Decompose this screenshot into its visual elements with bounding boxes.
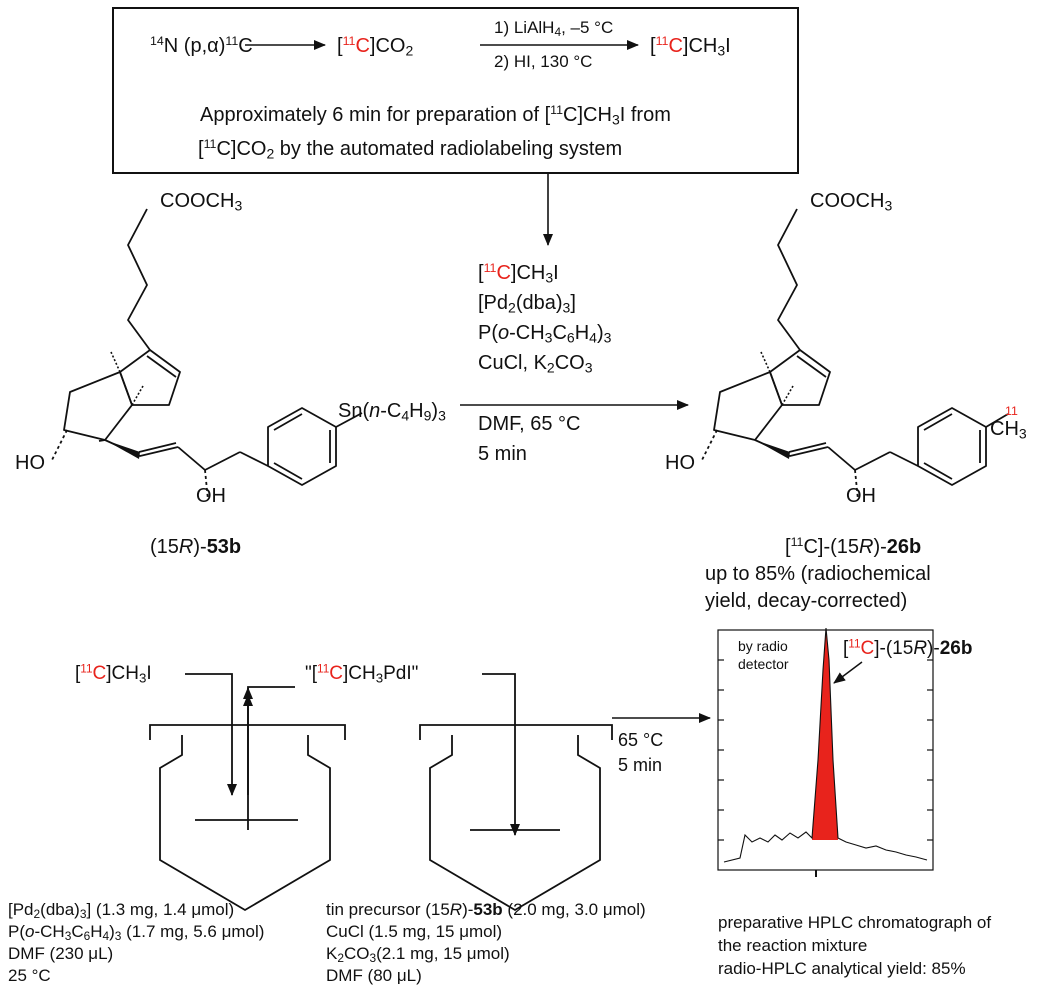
condition-time: 5 min [478,443,527,465]
hplc-caption-line3: radio-HPLC analytical yield: 85% [718,959,966,978]
wedge-bond-left [105,440,140,459]
nuclear-reaction-label: 14N (p,α)11C [150,34,253,57]
hash-bond-right-h1 [760,351,794,406]
reaction-vessels [149,673,613,912]
right-ester-group: COOCH3 [810,190,893,214]
condition-solvent-temp: DMF, 65 °C [478,413,581,435]
left-hydroxyl-ho: HO [15,452,45,474]
compound-53b-name: (15R)-53b [150,536,242,558]
inlet-methyl-iodide: [11C]CH3I [75,662,152,686]
molecule-53b-structure [51,208,363,501]
co2-label: [11C]CO2 [337,34,414,59]
methyl-group-label: CH3 [990,418,1027,442]
vessel1-line2: P(o-CH3C6H4)3 (1.7 mg, 5.6 μmol) [8,922,265,943]
hplc-detector-line1: by radio [738,638,788,654]
cyclotron-box [112,7,799,174]
vessel2-line1: tin precursor (15R)-53b (2.0 mg, 3.0 μmo… [326,900,646,919]
right-hydroxyl-ho: HO [665,452,695,474]
reagent-pd-catalyst: [Pd2(dba)3] [478,292,576,316]
note-line-1: Approximately 6 min for preparation of [… [200,103,671,128]
heating-time: 5 min [618,755,663,775]
reagent-phosphine: P(o-CH3C6H4)3 [478,322,612,346]
right-hydroxyl-oh: OH [846,485,876,507]
tributyltin-group: Sn(n-C4H9)3 [338,400,446,424]
hplc-peak-fill [812,628,838,840]
vessel2-line4: DMF (80 μL) [326,966,422,985]
hplc-caption-line2: the reaction mixture [718,936,868,955]
vessel1-line4: 25 °C [8,966,51,985]
wedge-bond-right [755,440,790,459]
transfer-pd-complex: "[11C]CH3PdI" [305,662,419,686]
reagent-methyl-iodide: [11C]CH3I [478,261,559,286]
peak-pointer-arrow [833,661,863,684]
vessel2-line2: CuCl (1.5 mg, 15 μmol) [326,922,503,941]
reagent-copper-base: CuCl, K2CO3 [478,352,593,376]
hplc-peak-label: [11C]-(15R)-26b [843,637,973,659]
molecule-26b-structure [701,208,1009,501]
hplc-caption-line1: preparative HPLC chromatograph of [718,913,992,932]
yield-line-1: up to 85% (radiochemical [705,563,931,585]
hplc-chromatogram [717,627,934,877]
note-line-2: [11C]CO2 by the automated radiolabeling … [198,137,623,162]
left-hydroxyl-oh: OH [196,485,226,507]
vessel1-line1: [Pd2(dba)3] (1.3 mg, 1.4 μmol) [8,900,235,921]
compound-26b-name: [11C]-(15R)-26b [785,535,922,558]
left-ester-group: COOCH3 [160,190,243,214]
vessel1-line3: DMF (230 μL) [8,944,114,963]
hplc-detector-line2: detector [738,656,789,672]
reduction-step-2: 2) HI, 130 °C [494,52,593,71]
vessel2-line3: K2CO3(2.1 mg, 15 μmol) [326,944,510,965]
hplc-trace [723,627,928,863]
methyl-11c-group: 11 [1005,404,1018,419]
yield-line-2: yield, decay-corrected) [705,590,908,612]
heating-temp: 65 °C [618,730,664,750]
reduction-step-1: 1) LiAlH4, –5 °C [494,18,614,39]
hash-bond-left-h1 [110,351,144,406]
methyl-iodide-label: [11C]CH3I [650,34,731,59]
